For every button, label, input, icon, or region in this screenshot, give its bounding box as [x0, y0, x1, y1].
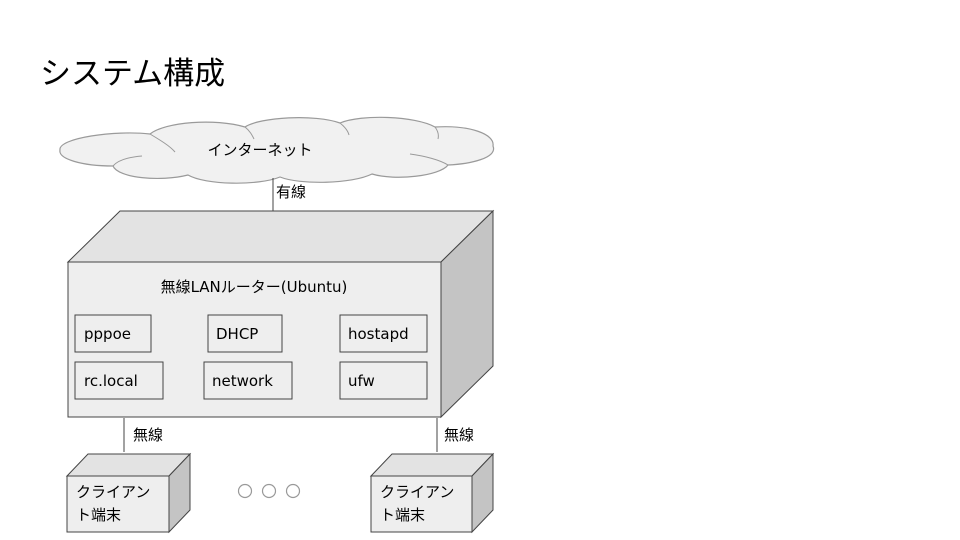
router-component: DHCP: [207, 314, 283, 353]
router-box: 無線LANルーター(Ubuntu) pppoe DHCP hostapd rc.…: [66, 209, 495, 419]
client-box-left: クライアン ト端末: [65, 452, 192, 534]
client-label-line1: クライアン: [76, 483, 150, 501]
client-label-line2: ト端末: [380, 506, 425, 524]
router-component: rc.local: [74, 361, 164, 400]
router-component: pppoe: [74, 314, 152, 353]
component-label: hostapd: [348, 325, 409, 343]
router-label: 無線LANルーター(Ubuntu): [161, 278, 348, 296]
wireless-link-left-label: 無線: [133, 426, 163, 444]
component-label: rc.local: [84, 372, 138, 390]
component-label: ufw: [348, 372, 375, 390]
router-component: network: [203, 361, 293, 400]
wired-link-label: 有線: [276, 183, 306, 201]
internet-cloud: インターネット: [59, 116, 495, 184]
component-label: pppoe: [84, 325, 131, 343]
wireless-link-right-label: 無線: [444, 426, 474, 444]
client-box-right: クライアン ト端末: [369, 452, 495, 534]
slide-title: システム構成: [40, 56, 226, 92]
router-component: ufw: [339, 361, 428, 400]
internet-label: インターネット: [207, 141, 312, 159]
component-label: network: [212, 372, 273, 390]
component-label: DHCP: [216, 325, 258, 343]
router-box-top: [66, 210, 495, 263]
router-component: hostapd: [339, 314, 428, 353]
more-clients-ellipsis: [237, 483, 301, 499]
client-label-line2: ト端末: [76, 506, 121, 524]
client-label-line1: クライアン: [380, 483, 454, 501]
